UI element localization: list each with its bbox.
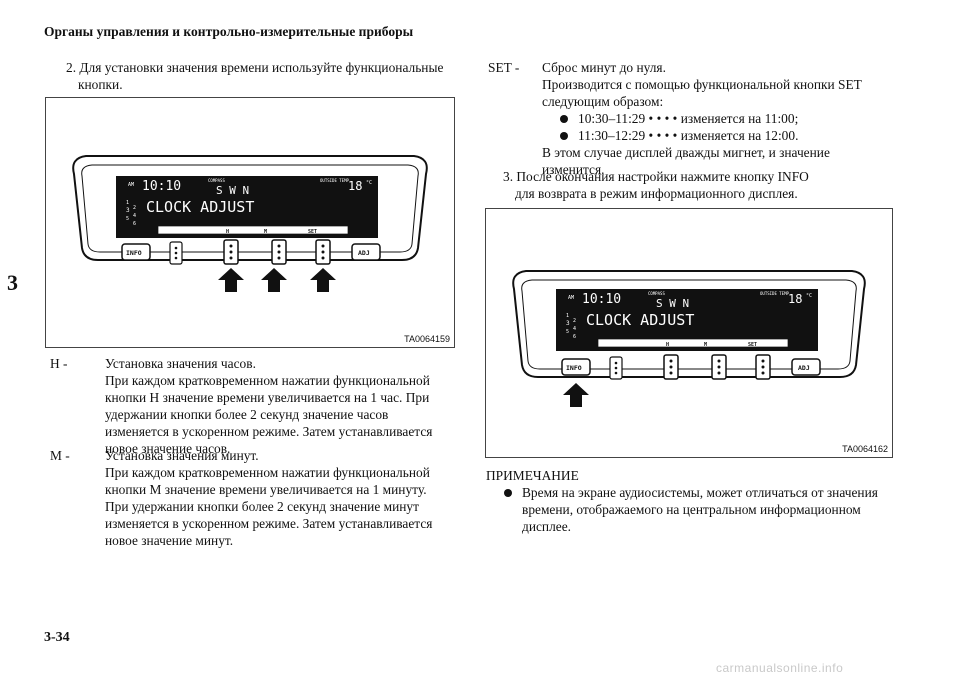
definition-term: H -: [50, 356, 68, 371]
gear-digit: 1: [126, 200, 129, 206]
gear-digit: 6: [573, 334, 576, 340]
outside-temp-label: OUTSIDE TEMP: [760, 291, 789, 296]
adj-button-label: ADJ: [358, 249, 370, 257]
temp-value: 18: [788, 292, 802, 306]
clock-adjust-text: CLOCK ADJUST: [586, 311, 694, 329]
arrow-h-icon: [218, 268, 244, 292]
info-button[interactable]: [561, 358, 591, 376]
definition-line: Установка значения минут.: [105, 448, 259, 463]
info-button-label: INFO: [566, 364, 582, 372]
note-title: ПРИМЕЧАНИЕ: [486, 468, 579, 483]
clock-panel-illustration: AM 10:10 COMPASS S W N OUTSIDE TEMP 18 °…: [512, 270, 866, 407]
definition-term: M -: [50, 448, 70, 463]
bullet-icon: [560, 114, 568, 123]
clock-adjust-text: CLOCK ADJUST: [146, 198, 254, 216]
note-line: Время на экране аудиосистемы, может отли…: [486, 484, 906, 501]
label-m: M: [264, 229, 267, 235]
page-header: Органы управления и контрольно-измерител…: [44, 24, 414, 39]
definition-line: изменится.: [542, 162, 605, 177]
gear-digit: 5: [126, 216, 129, 222]
definition-line: При каждом кратковременном нажатии функц…: [105, 465, 430, 480]
definition-line: следующим образом:: [542, 94, 664, 109]
definition-line: новое значение часов.: [105, 441, 231, 456]
compass-letters: S W N: [216, 184, 249, 197]
gear-digit: 4: [573, 326, 576, 332]
definition-line: Сброс минут до нуля.: [542, 60, 666, 75]
definition-line: кнопки M значение времени увеличивается …: [105, 482, 427, 497]
definition-body: Сброс минут до нуля. Производится с помо…: [542, 59, 912, 178]
definition-line: Производится с помощью функциональной кн…: [542, 77, 862, 92]
bullet-icon: [560, 131, 568, 140]
am-indicator: AM: [568, 295, 574, 301]
step-3-line: 3. После окончания настройки нажмите кно…: [503, 169, 809, 184]
compass-label: COMPASS: [208, 178, 225, 183]
adj-button-label: ADJ: [798, 364, 810, 372]
set-bullet: 11:30–12:29 • • • • изменяется на 12:00.: [542, 127, 912, 144]
definition-line: кнопки H значение времени увеличивается …: [105, 390, 430, 405]
am-indicator: AM: [128, 182, 134, 188]
definition-term: SET -: [488, 60, 520, 75]
temp-unit: °C: [806, 293, 812, 299]
definition-line: новое значение минут.: [105, 533, 234, 548]
figure-id: TA0064162: [842, 444, 888, 454]
definition-line: изменяется в ускоренном режиме. Затем ус…: [105, 516, 433, 531]
set-bullet-text: 10:30–11:29 • • • • изменяется на 11:00;: [578, 111, 799, 126]
step-2: 2. Для установки значения времени исполь…: [66, 59, 443, 93]
label-h: H: [226, 229, 229, 235]
definition-line: При каждом кратковременном нажатии функц…: [105, 373, 430, 388]
step-3: 3. После окончания настройки нажмите кно…: [503, 168, 809, 202]
gear-digit: 2: [133, 205, 136, 211]
temp-unit: °C: [366, 180, 372, 186]
info-button[interactable]: [121, 243, 151, 261]
clock-panel-illustration: AM 10:10 COMPASS S W N OUTSIDE TEMP 18 °…: [72, 155, 428, 292]
figure-id: TA0064159: [404, 334, 450, 344]
step-2-line: 2. Для установки значения времени исполь…: [66, 60, 444, 75]
definition-line: В этом случае дисплей дважды мигнет, и з…: [542, 145, 830, 160]
arrow-set-icon: [310, 268, 336, 292]
gear-digit: 3: [126, 207, 130, 214]
adj-button[interactable]: [351, 243, 381, 261]
label-set: SET: [748, 342, 757, 348]
time-display: 10:10: [582, 292, 621, 307]
compass-letters: S W N: [656, 297, 689, 310]
label-m: M: [704, 342, 707, 348]
adj-button[interactable]: [791, 358, 821, 376]
gear-digit: 2: [573, 318, 576, 324]
definition-body: Установка значения часов. При каждом кра…: [105, 355, 450, 457]
set-bullet: 10:30–11:29 • • • • изменяется на 11:00;: [542, 110, 912, 127]
set-bullet-text: 11:30–12:29 • • • • изменяется на 12:00.: [578, 128, 799, 143]
outside-temp-label: OUTSIDE TEMP: [320, 178, 349, 183]
definition-line: изменяется в ускоренном режиме. Затем ус…: [105, 424, 433, 439]
compass-label: COMPASS: [648, 291, 665, 296]
definition-line: Установка значения часов.: [105, 356, 256, 371]
label-h: H: [666, 342, 669, 348]
gear-digit: 4: [133, 213, 136, 219]
time-display: 10:10: [142, 179, 181, 194]
gear-digit: 5: [566, 329, 569, 335]
bullet-icon: [504, 488, 512, 497]
figure-clock-adjust-1: AM 10:10 COMPASS S W N OUTSIDE TEMP 18 °…: [45, 97, 455, 348]
gear-digit: 1: [566, 313, 569, 319]
note-line: дисплее.: [522, 519, 572, 534]
chapter-tab: 3: [7, 270, 18, 295]
note-line: времени, отображаемого на центральном ин…: [522, 502, 861, 517]
temp-value: 18: [348, 179, 362, 193]
gear-digit: 6: [133, 221, 136, 227]
gear-digit: 3: [566, 320, 570, 327]
definition-line: При удержании кнопки более 2 секунд знач…: [105, 499, 419, 514]
definition-line: удержании кнопки более 2 секунд значение…: [105, 407, 389, 422]
figure-clock-adjust-2: AM 10:10 COMPASS S W N OUTSIDE TEMP 18 °…: [485, 208, 893, 458]
note: ПРИМЕЧАНИЕ Время на экране аудиосистемы,…: [486, 467, 906, 535]
label-set: SET: [308, 229, 317, 235]
arrow-m-icon: [261, 268, 287, 292]
arrow-info-icon: [563, 383, 589, 407]
definition-body: Установка значения минут. При каждом кра…: [105, 447, 450, 549]
step-2-line: кнопки.: [78, 77, 123, 92]
step-3-line: для возврата в режим информационного дис…: [515, 186, 798, 201]
info-button-label: INFO: [126, 249, 142, 257]
watermark: carmanualsonline.info: [716, 661, 844, 675]
page-number: 3-34: [44, 630, 70, 645]
note-text: Время на экране аудиосистемы, может отли…: [522, 485, 878, 500]
